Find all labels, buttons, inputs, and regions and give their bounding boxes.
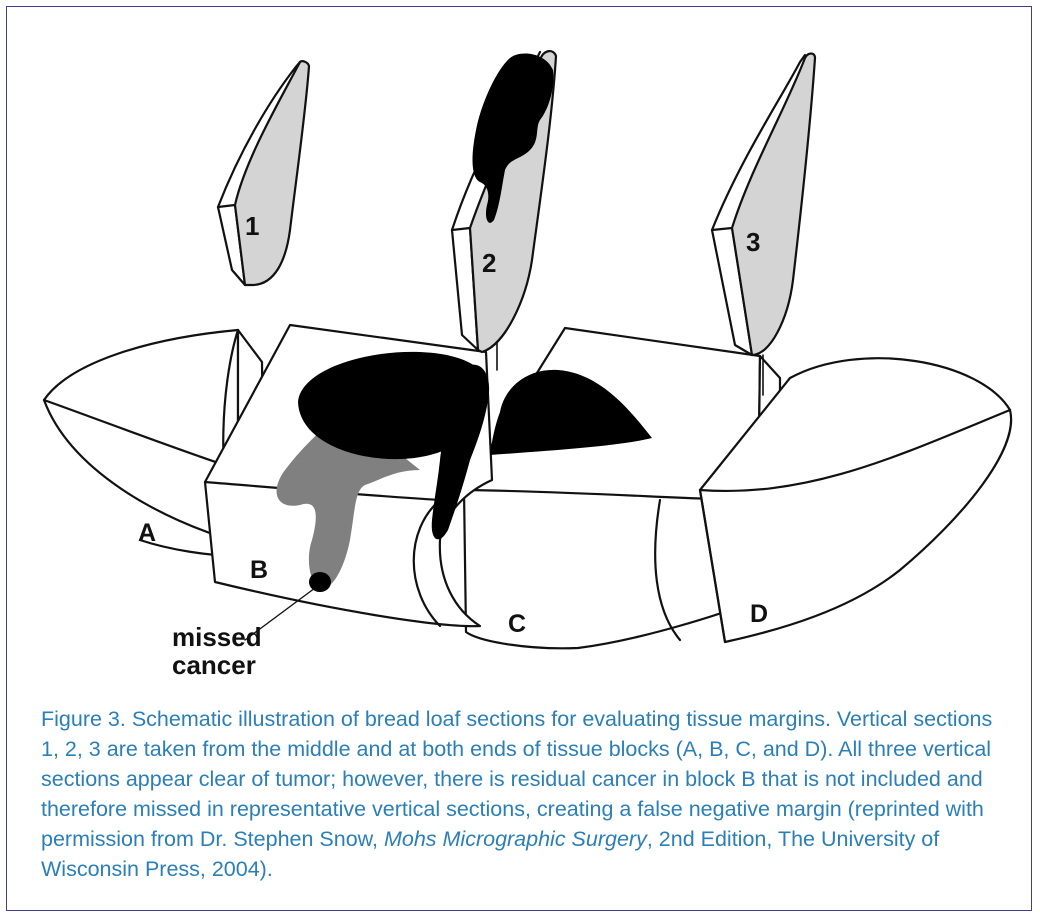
vertical-section-3 [712,54,815,356]
missed-cancer-label-line1: missed [172,622,262,652]
section-label-1: 1 [245,211,259,241]
missed-cancer-label-line2: cancer [172,650,256,680]
block-label-d: D [750,600,768,628]
block-label-b: B [250,556,268,584]
figure-caption: Figure 3. Schematic illustration of brea… [41,704,1016,884]
caption-book-title: Mohs Micrographic Surgery [384,827,647,851]
block-label-c: C [508,610,526,638]
section-label-3: 3 [746,227,760,257]
bread-loaf-diagram: 1 2 3 A B C D missed cancer [0,0,1040,680]
section-label-2: 2 [482,248,496,278]
vertical-section-1 [218,61,309,285]
block-label-a: A [138,519,156,547]
missed-cancer-spot [309,572,331,592]
